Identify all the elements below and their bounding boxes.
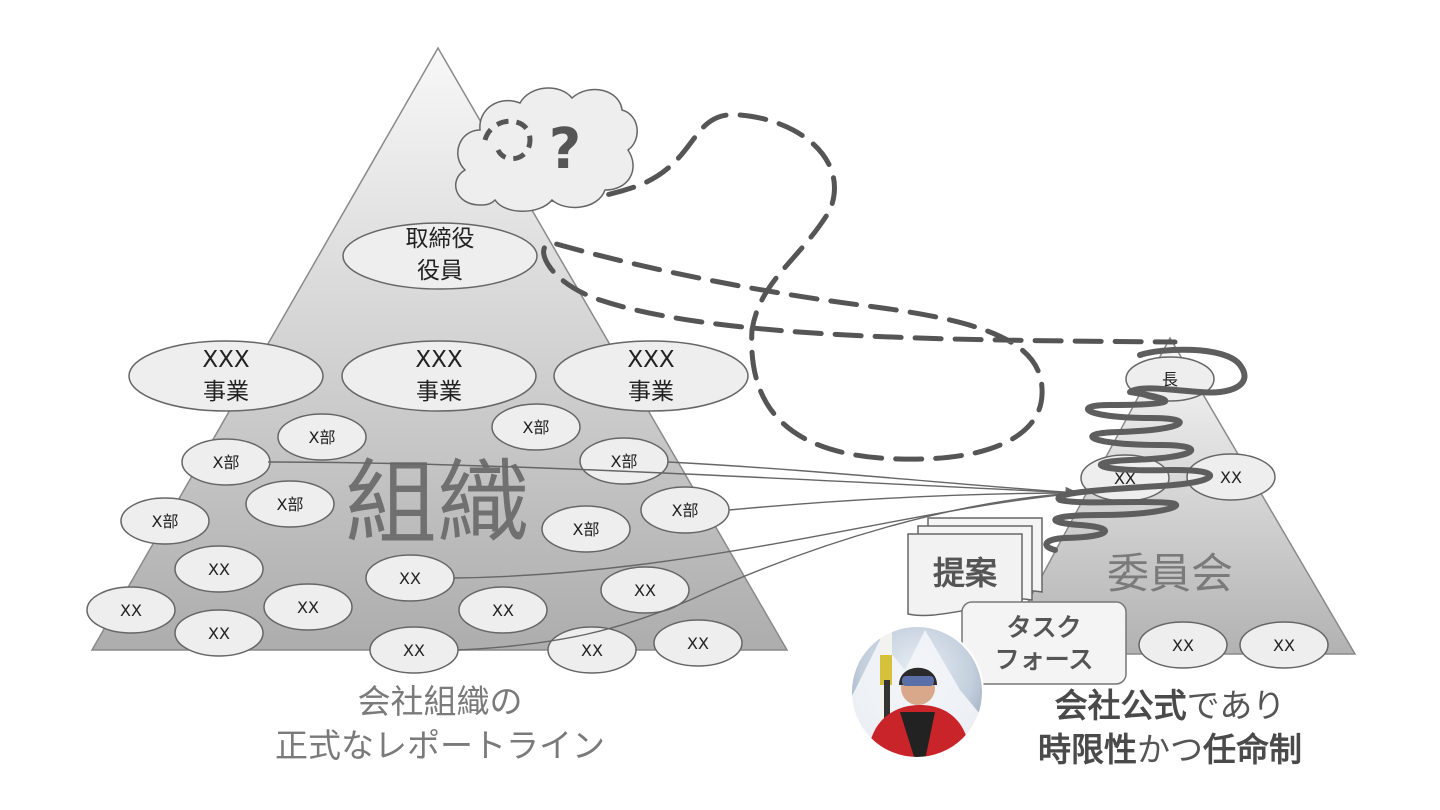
business-line2: 事業 — [203, 379, 249, 405]
unit-node: XX — [459, 587, 547, 633]
dept-label: X部 — [309, 428, 336, 447]
question-mark: ? — [549, 117, 581, 182]
caption-emphasis: 任命制 — [1203, 730, 1302, 769]
unit-label: XX — [297, 598, 319, 617]
unit-label: XX — [581, 641, 603, 660]
org-caption-line1: 会社組織の — [200, 680, 680, 724]
unit-node: XX — [370, 627, 458, 673]
unit-node: XX — [366, 555, 454, 601]
business-line2: 事業 — [416, 379, 462, 405]
unit-node: XX — [264, 584, 352, 630]
dept-node: X部 — [641, 487, 729, 533]
executive-line1: 取締役 — [406, 226, 475, 252]
proposal-docs: 提案 — [908, 518, 1042, 616]
business-node: XXX 事業 — [342, 341, 536, 411]
org-caption-line2: 正式なレポートライン — [200, 724, 680, 768]
unit-label: XX — [120, 601, 142, 620]
unit-node: XX — [175, 546, 263, 592]
business-line2: 事業 — [628, 379, 674, 405]
dept-node: X部 — [542, 506, 630, 552]
committee-unit-node: XX — [1187, 454, 1275, 500]
caption-text: であり — [1187, 686, 1286, 725]
committee-caption: 会社公式であり 時限性かつ任命制 — [960, 684, 1380, 772]
unit-label: XX — [1220, 468, 1242, 487]
unit-label: XX — [687, 634, 709, 653]
unit-label: XX — [1172, 636, 1194, 655]
unit-node: XX — [175, 610, 263, 656]
dept-label: X部 — [277, 495, 304, 514]
org-caption: 会社組織の 正式なレポートライン — [200, 680, 680, 768]
unit-node: XX — [548, 627, 636, 673]
unit-label: XX — [208, 624, 230, 643]
executive-node: 取締役 役員 — [343, 223, 537, 289]
caption-emphasis: 会社公式 — [1055, 686, 1187, 725]
unit-label: XX — [492, 601, 514, 620]
dept-node: X部 — [246, 481, 334, 527]
dept-label: X部 — [152, 512, 179, 531]
dept-label: X部 — [573, 520, 600, 539]
dept-label: X部 — [611, 452, 638, 471]
business-line1: XXX — [627, 347, 675, 373]
taskforce-line1: タスク — [1006, 613, 1081, 642]
committee-unit-node: XX — [1139, 622, 1227, 668]
taskforce-box: タスク フォース — [962, 602, 1126, 684]
dept-node: X部 — [492, 404, 580, 450]
dept-label: X部 — [523, 418, 550, 437]
unit-label: XX — [399, 569, 421, 588]
dept-node: X部 — [278, 414, 366, 460]
dept-node: X部 — [580, 438, 668, 484]
business-line1: XXX — [415, 347, 463, 373]
unit-node: XX — [654, 620, 742, 666]
business-node: XXX 事業 — [554, 341, 748, 411]
proposal-label: 提案 — [933, 554, 998, 592]
committee-caption-line2: 時限性かつ任命制 — [960, 728, 1380, 772]
executive-line2: 役員 — [417, 258, 463, 284]
business-node: XXX 事業 — [129, 341, 323, 411]
unit-label: XX — [1273, 636, 1295, 655]
caption-text: かつ — [1137, 730, 1203, 769]
dept-label: X部 — [672, 501, 699, 520]
dept-label: X部 — [213, 453, 240, 472]
caption-emphasis: 時限性 — [1038, 730, 1137, 769]
committee-label: 委員会 — [1107, 549, 1233, 598]
committee-caption-line1: 会社公式であり — [960, 684, 1380, 728]
committee-unit-node: XX — [1240, 622, 1328, 668]
unit-label: XX — [403, 641, 425, 660]
unit-label: XX — [634, 581, 656, 600]
unit-node: XX — [87, 587, 175, 633]
unit-label: XX — [208, 560, 230, 579]
dept-node: X部 — [182, 439, 270, 485]
business-line1: XXX — [202, 347, 250, 373]
taskforce-line2: フォース — [995, 645, 1094, 674]
dept-node: X部 — [121, 498, 209, 544]
